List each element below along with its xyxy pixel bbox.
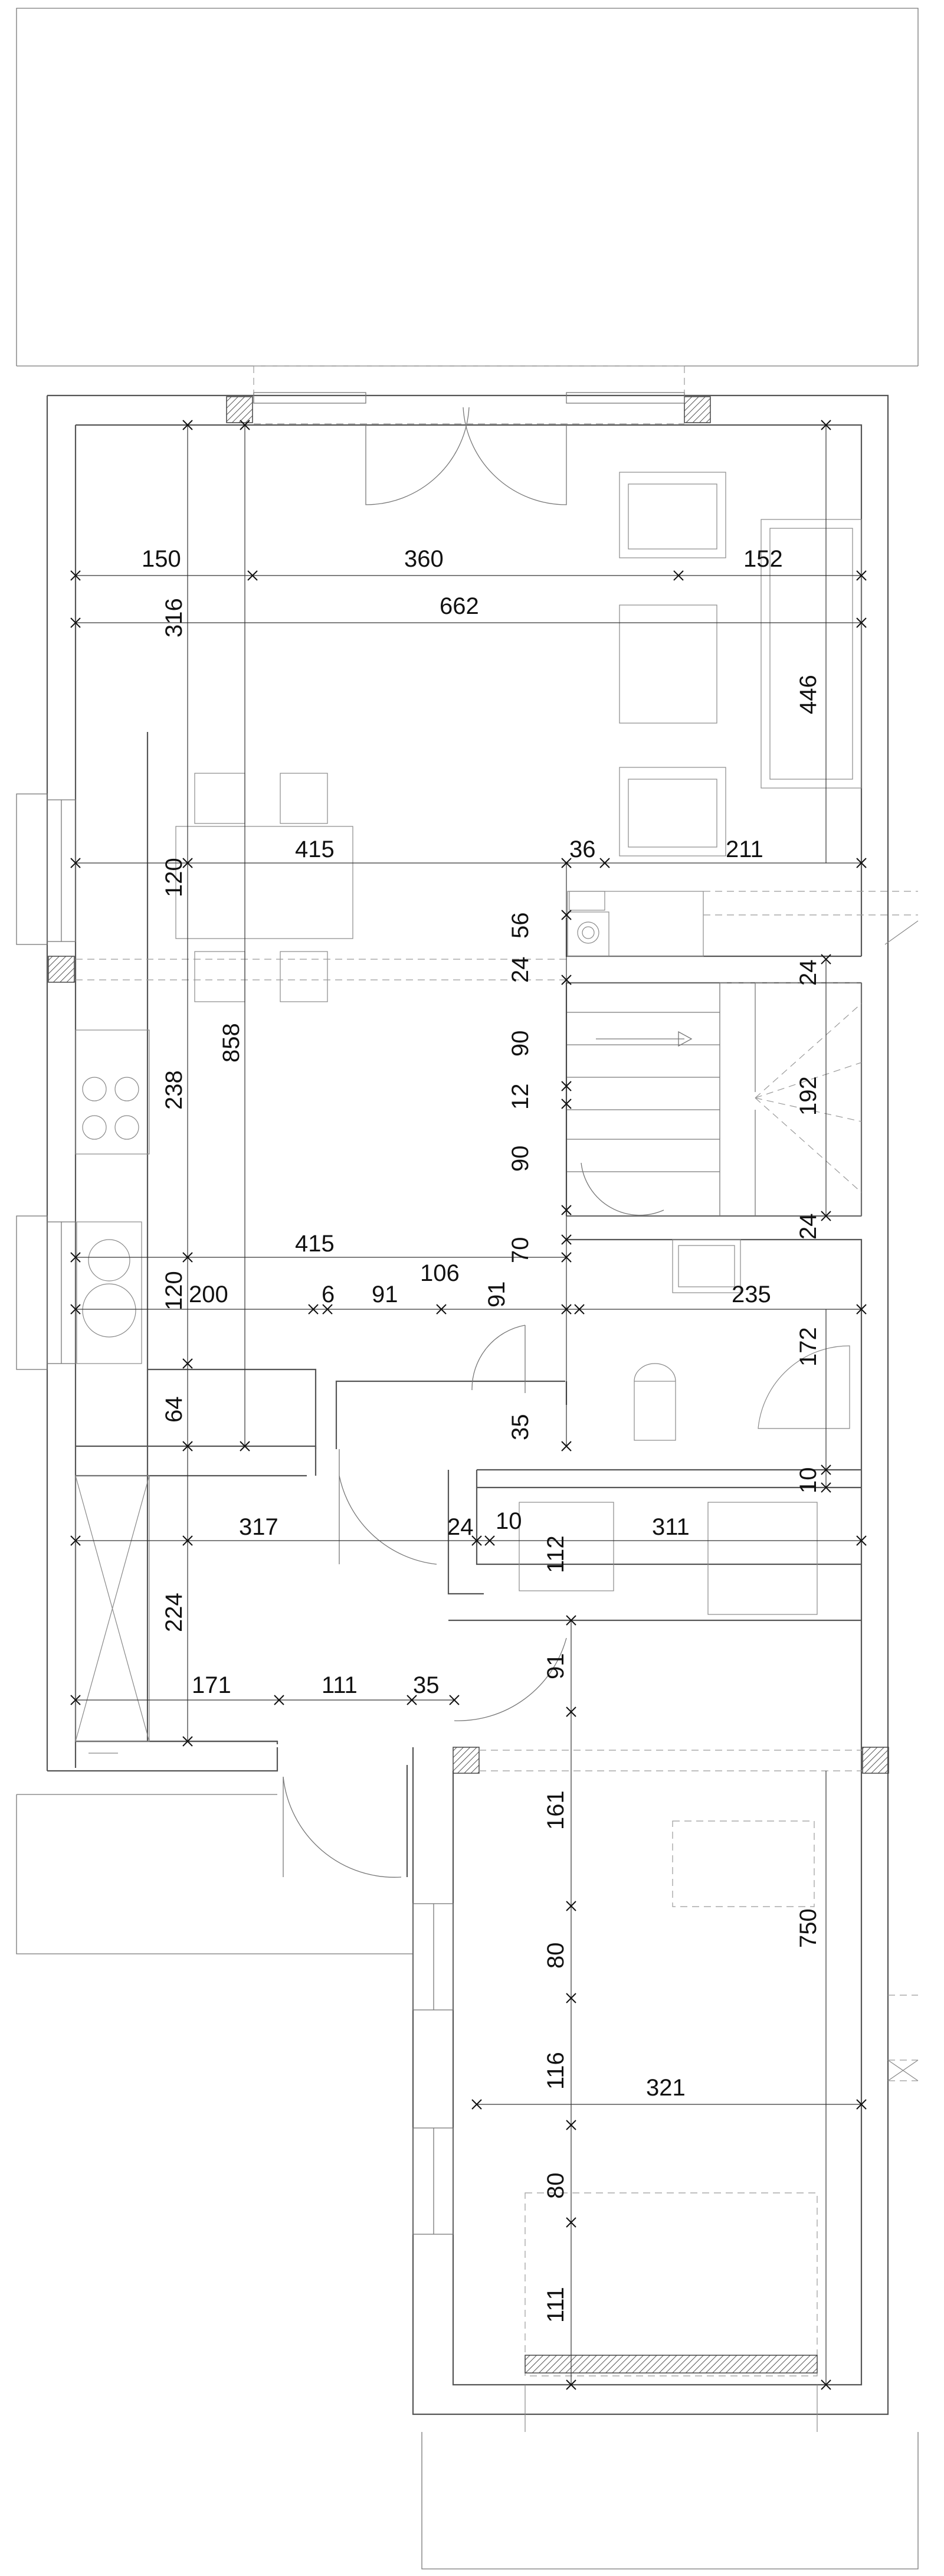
dim-116: 116 [543,2052,569,2090]
dim-112: 112 [543,1535,569,1573]
dim-211: 211 [726,836,763,862]
dim-91-a: 91 [372,1282,398,1307]
dim-317: 317 [239,1514,278,1540]
dim-24-a: 24 [507,957,533,983]
furniture [75,472,919,2432]
dim-858: 858 [218,1023,244,1063]
doors [283,407,664,1878]
dim-90-a: 90 [507,1031,533,1057]
dim-106: 106 [420,1260,460,1286]
dim-120-b: 120 [161,1271,187,1310]
dimension-lines [76,425,861,2385]
dim-415-b: 415 [295,1231,335,1257]
dim-111-a: 111 [322,1672,358,1698]
dim-80-b: 80 [543,2173,569,2199]
dim-91-c: 91 [543,1653,569,1680]
dimension-ticks [70,420,867,2390]
dim-90-b: 90 [507,1146,533,1172]
dim-24-b: 24 [795,960,821,986]
dim-10-a: 10 [795,1467,821,1494]
dim-415-a: 415 [295,836,335,862]
dim-24-d: 24 [447,1514,474,1540]
dim-235: 235 [732,1282,771,1307]
windows [16,392,685,2235]
dim-56: 56 [507,913,533,939]
dim-64: 64 [161,1397,187,1423]
dim-662: 662 [440,593,479,619]
hidden-lines [76,365,918,1996]
dim-150: 150 [142,546,181,572]
dim-6: 6 [322,1282,335,1307]
dim-35-b: 35 [413,1672,440,1698]
site-boundary [16,8,919,2570]
dim-80-a: 80 [543,1943,569,1969]
dim-10-b: 10 [496,1508,522,1534]
dim-750: 750 [795,1908,821,1948]
dim-70: 70 [507,1237,533,1264]
columns [48,396,889,1774]
dim-316: 316 [161,598,187,638]
dim-111-b: 111 [543,2287,569,2323]
dim-12: 12 [507,1084,533,1110]
dim-192: 192 [795,1076,821,1116]
dim-172: 172 [795,1327,821,1367]
dim-171: 171 [192,1672,231,1698]
dim-311: 311 [652,1514,690,1540]
dim-36: 36 [569,836,596,862]
dim-224: 224 [161,1593,187,1632]
dim-35-a: 35 [507,1414,533,1441]
dim-120-a: 120 [161,858,187,897]
dim-321: 321 [646,2075,686,2101]
dim-238: 238 [161,1070,187,1110]
dim-161: 161 [543,1790,569,1830]
dim-91-b: 91 [484,1282,510,1308]
dim-360: 360 [404,546,444,572]
staircase [566,982,862,1217]
dim-200: 200 [189,1282,228,1307]
dim-446: 446 [795,675,821,714]
dim-24-c: 24 [795,1214,821,1240]
dim-152: 152 [743,546,783,572]
dimension-labels: 150 360 152 662 316 446 120 415 36 211 5… [142,546,821,2323]
